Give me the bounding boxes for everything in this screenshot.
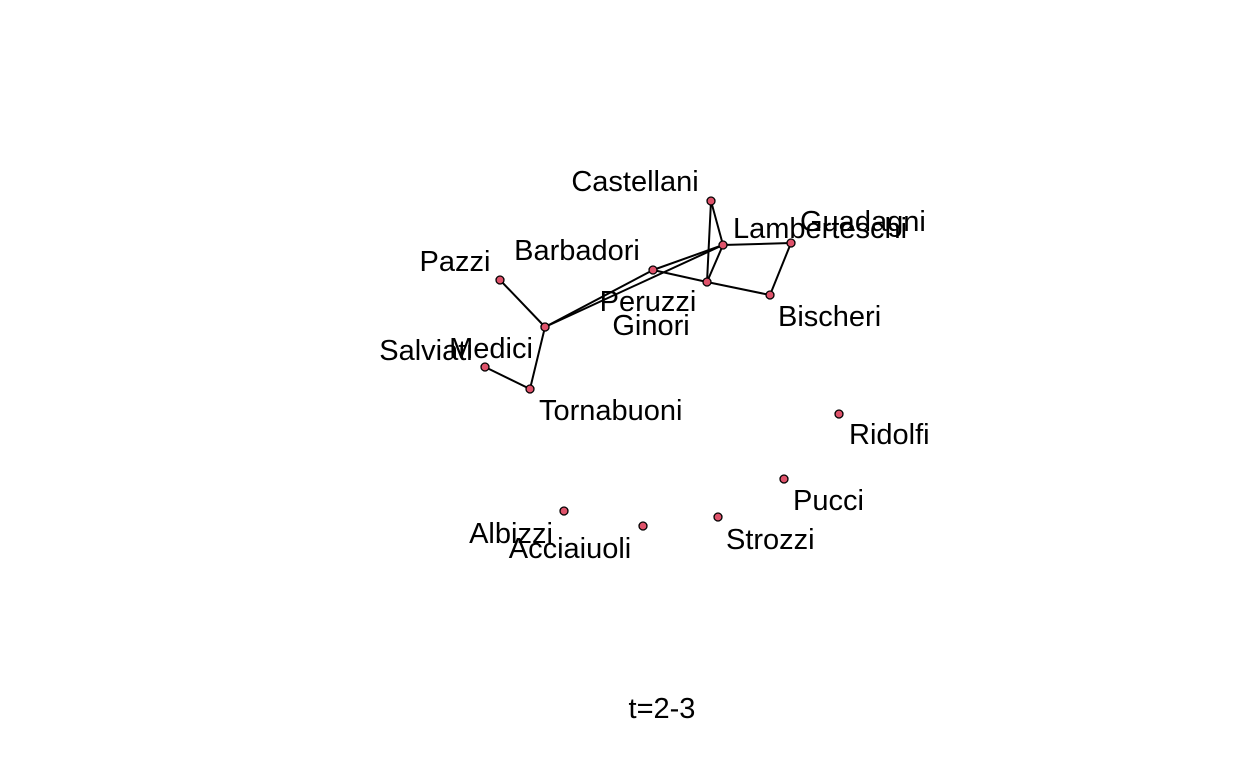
node-label-pucci: Pucci — [793, 485, 864, 517]
node-label-pazzi: Pazzi — [420, 246, 491, 278]
node-ridolfi — [834, 409, 844, 419]
node-label-barbadori: Barbadori — [514, 235, 640, 267]
node-label-peruzzi: Peruzzi — [600, 286, 697, 318]
node-label-castellani: Castellani — [571, 166, 698, 198]
edge-castellani-lamberteschi — [710, 200, 724, 246]
node-label-tornabuoni: Tornabuoni — [539, 395, 683, 427]
node-label-ridolfi: Ridolfi — [849, 419, 930, 451]
edge-bischeri-guadagni — [769, 242, 792, 296]
node-strozzi — [713, 512, 723, 522]
edge-lamberteschi-medici — [544, 244, 724, 328]
node-bischeri — [765, 290, 775, 300]
node-pucci — [779, 474, 789, 484]
node-acciaiuoli — [638, 521, 648, 531]
edge-barbadori-peruzzi — [652, 269, 708, 283]
node-label-ginori: Ginori — [612, 310, 689, 342]
edge-tornabuoni-salviati — [484, 366, 531, 390]
edge-lamberteschi-barbadori — [652, 244, 724, 271]
edge-castellani-peruzzi — [706, 200, 712, 283]
node-label-strozzi: Strozzi — [726, 524, 815, 556]
node-label-lamberteschi: Lamberteschi — [733, 213, 907, 245]
node-tornabuoni — [525, 384, 535, 394]
node-salviati — [480, 362, 490, 372]
node-label-guadagni: Guadagni — [800, 206, 926, 238]
edge-barbadori-medici — [544, 269, 654, 328]
node-label-acciaiuoli: Acciaiuoli — [509, 533, 632, 565]
node-lamberteschi — [718, 240, 728, 250]
edge-peruzzi-bischeri — [706, 281, 771, 296]
node-castellani — [706, 196, 716, 206]
nodes-layer — [480, 196, 844, 531]
plot-caption: t=2-3 — [629, 693, 696, 725]
labels-layer: CastellaniLamberteschiGuadagniBarbadoriP… — [379, 166, 929, 565]
node-barbadori — [648, 265, 658, 275]
node-label-albizzi: Albizzi — [469, 518, 553, 550]
node-pazzi — [495, 275, 505, 285]
node-peruzzi — [702, 277, 712, 287]
edge-pazzi-medici — [499, 279, 546, 328]
node-albizzi — [559, 506, 569, 516]
node-label-medici: Medici — [449, 333, 533, 365]
edges-layer — [484, 200, 792, 390]
edge-lamberteschi-peruzzi — [706, 244, 724, 283]
node-label-bischeri: Bischeri — [778, 301, 881, 333]
node-medici — [540, 322, 550, 332]
node-label-salviati: Salviati — [379, 335, 473, 367]
edge-medici-tornabuoni — [529, 326, 546, 390]
edge-guadagni-lamberteschi — [722, 242, 792, 246]
node-guadagni — [786, 238, 796, 248]
